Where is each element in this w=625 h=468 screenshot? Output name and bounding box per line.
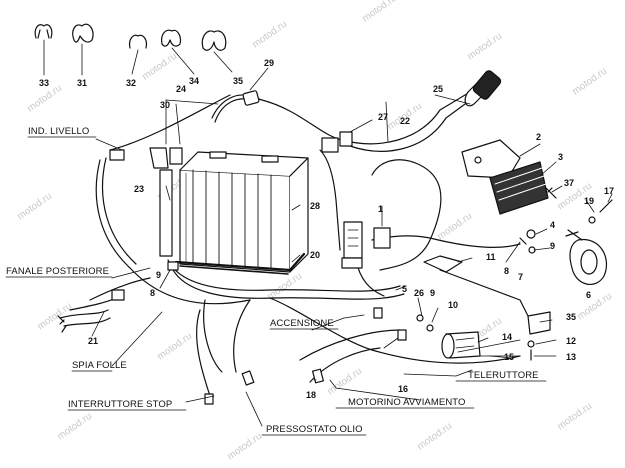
brackets [423, 255, 551, 361]
battery-terminal-icon [261, 155, 279, 163]
watermark-text: motod.ru [555, 401, 594, 433]
clip-33-icon [34, 24, 53, 39]
part-number: 8 [150, 288, 155, 298]
part-number: 7 [518, 272, 523, 282]
watermark-text: motod.ru [250, 19, 289, 51]
part-number: 34 [189, 76, 199, 86]
labels: IND. LIVELLO FANALE POSTERIORE SPIA FOLL… [5, 126, 547, 436]
watermark-text: motod.ru [155, 331, 194, 363]
wiring-harness [89, 91, 529, 397]
part-number: 25 [433, 84, 443, 94]
leader-lines [91, 67, 613, 427]
part-number: 1 [378, 204, 383, 214]
part-number: 37 [564, 178, 574, 188]
part-number: 9 [550, 241, 555, 251]
label-fanale-posteriore: FANALE POSTERIORE [6, 266, 109, 277]
label-interruttore-stop: INTERRUTTORE STOP [68, 399, 172, 410]
watermark-text: motod.ru [575, 291, 614, 323]
wire-terminals [109, 149, 407, 405]
part-number: 11 [486, 252, 496, 262]
voltage-regulator [461, 139, 549, 215]
watermark-text: motod.ru [360, 0, 399, 24]
clip-35-icon [201, 30, 227, 51]
fuse-holder [341, 221, 391, 269]
part-number: 28 [310, 201, 320, 211]
battery [174, 151, 309, 275]
watermark-text: motod.ru [225, 431, 264, 463]
label-spia-folle: SPIA FOLLE [72, 360, 127, 371]
part-number: 6 [586, 290, 591, 300]
watermark-text: motod.ru [570, 66, 609, 98]
part-number: 16 [398, 384, 408, 394]
part-number: 18 [306, 390, 316, 400]
part-number: 4 [550, 220, 555, 230]
part-number: 15 [504, 352, 514, 362]
part-number: 5 [402, 284, 407, 294]
watermark-text: motod.ru [140, 51, 179, 83]
part-numbers: 33 31 32 34 35 29 24 30 23 28 20 9 8 21 … [39, 58, 614, 400]
cable-25 [464, 70, 502, 107]
watermark-text: motod.ru [15, 191, 54, 223]
hardware [519, 187, 613, 254]
clip-32-icon [128, 34, 148, 49]
part-number: 35 [233, 76, 243, 86]
part-number: 3 [558, 152, 563, 162]
part-number: 20 [310, 250, 320, 260]
part-number: 9 [156, 270, 161, 280]
screw-17-icon [599, 199, 613, 213]
clip-31-icon [72, 23, 94, 43]
part-number: 19 [584, 196, 594, 206]
part-number: 24 [176, 84, 186, 94]
cable-29 [242, 90, 260, 106]
cable-clips [34, 23, 233, 76]
part-number: 22 [400, 116, 410, 126]
part-number: 8 [504, 266, 509, 276]
part-number: 27 [378, 112, 388, 122]
part-number: 13 [566, 352, 576, 362]
label-accensione: ACCENSIONE [270, 318, 334, 329]
label-ind-livello: IND. LIVELLO [28, 126, 89, 137]
connector-27 [321, 131, 353, 153]
part-number: 12 [566, 336, 576, 346]
part-number: 23 [134, 184, 144, 194]
part-number: 10 [448, 300, 458, 310]
watermark-text: motod.ru [415, 421, 454, 453]
label-teleruttore: TELERUTTORE [468, 370, 539, 381]
label-motorino-avviamento: MOTORINO AVVIAMENTO [348, 397, 466, 408]
battery-terminal-icon [209, 151, 227, 159]
part-number: 33 [39, 78, 49, 88]
part-number: 9 [430, 288, 435, 298]
part-number: 14 [502, 332, 512, 342]
part-number: 31 [77, 78, 87, 88]
part-number: 32 [126, 78, 136, 88]
part-number: 29 [264, 58, 274, 68]
part-number: 26 [414, 288, 424, 298]
starter-relay [416, 314, 481, 359]
part-number: 30 [160, 100, 170, 110]
part-number: 35 [566, 312, 576, 322]
part-number: 17 [604, 186, 614, 196]
harness-bracket-23 [149, 147, 183, 257]
watermark-text: motod.ru [465, 31, 504, 63]
tail-light-connector [57, 289, 125, 333]
watermark-text: motod.ru [435, 211, 474, 243]
watermark-text: motod.ru [55, 411, 94, 443]
washer-19-icon [588, 216, 596, 224]
nut-4-icon [526, 229, 536, 239]
label-pressostato-olio: PRESSOSTATO OLIO [266, 424, 363, 435]
screw-37-icon [545, 187, 557, 199]
part-number: 2 [536, 132, 541, 142]
horn [565, 229, 608, 285]
clip-34-icon [161, 29, 182, 47]
part-number: 21 [88, 336, 98, 346]
